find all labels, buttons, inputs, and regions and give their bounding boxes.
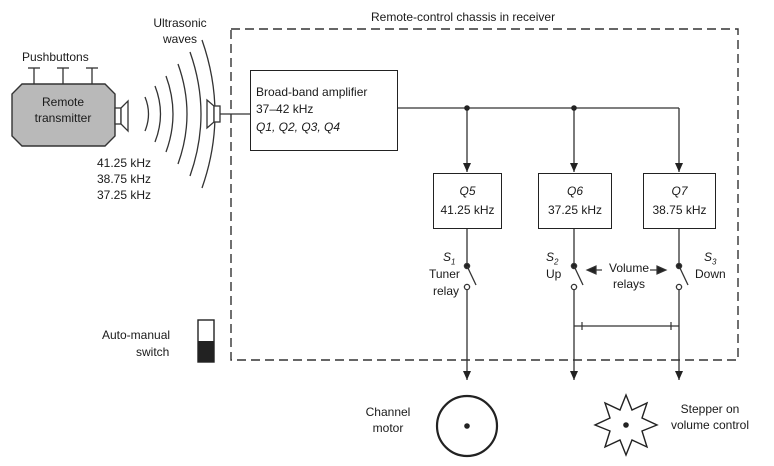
stepper-star-symbol	[593, 393, 659, 457]
auto-manual-switch-symbol	[197, 319, 215, 363]
bus-junction-dots	[464, 105, 577, 111]
transmitter-horn	[114, 99, 129, 133]
auto-manual-line1: Auto-manual	[102, 328, 171, 342]
pushbutton-stems	[28, 67, 98, 84]
transmit-freq: 37.25 kHz	[97, 188, 152, 202]
channel-motor-line1: Channel	[365, 405, 411, 419]
filter-freq: 41.25 kHz	[440, 203, 495, 217]
amplifier-range: 37–42 kHz	[256, 102, 314, 116]
switch-s1	[463, 262, 477, 291]
volume-relays-line1: Volume	[608, 261, 650, 275]
filter-block-q7: Q7 38.75 kHz	[643, 173, 716, 229]
amplifier-title: Broad-band amplifier	[256, 85, 368, 99]
filter-block-q5: Q5 41.25 kHz	[433, 173, 502, 229]
filter-name: Q6	[566, 184, 583, 198]
remote-transmitter-line2: transmitter	[34, 111, 92, 125]
remote-transmitter-line1: Remote	[41, 95, 85, 109]
channel-motor-symbol	[435, 394, 499, 458]
transmit-freq: 38.75 kHz	[97, 172, 152, 186]
switch-s2-name: Up	[546, 267, 562, 281]
volume-relays-line2: relays	[612, 277, 645, 291]
auto-manual-line2: switch	[136, 345, 170, 359]
ultrasonic-line1: Ultrasonic	[153, 16, 207, 30]
pushbuttons-label: Pushbuttons	[22, 50, 89, 64]
switch-s3	[675, 262, 689, 291]
broadband-amplifier-block: Broad-band amplifier 37–42 kHz Q1, Q2, Q…	[250, 70, 398, 151]
stepper-line2: volume control	[670, 418, 750, 432]
channel-motor-line2: motor	[372, 421, 404, 435]
switch-s1-extra: relay	[433, 284, 460, 298]
receiver-transducer	[206, 98, 221, 130]
filter-freq: 38.75 kHz	[652, 203, 707, 217]
switch-s3-symbol: S3	[704, 250, 717, 267]
ultrasonic-line2: waves	[162, 32, 197, 46]
filter-name: Q7	[671, 184, 688, 198]
chassis-title: Remote-control chassis in receiver	[371, 10, 556, 24]
switch-s1-name: Tuner	[429, 267, 460, 281]
switch-s1-symbol: S1	[443, 250, 456, 267]
switch-s3-name: Down	[695, 267, 726, 281]
filter-freq: 37.25 kHz	[547, 203, 603, 217]
filter-block-q6: Q6 37.25 kHz	[538, 173, 612, 229]
transmit-freq: 41.25 kHz	[97, 156, 152, 170]
filter-output-wires	[466, 228, 680, 265]
chassis-border	[230, 28, 739, 361]
switch-s2-symbol: S2	[546, 250, 559, 267]
switch-s2	[570, 262, 584, 291]
mechanical-link	[574, 322, 679, 330]
volume-relays-arrows	[585, 265, 668, 275]
output-wires	[463, 290, 683, 380]
signal-bus	[397, 107, 683, 172]
amplifier-transistors: Q1, Q2, Q3, Q4	[256, 120, 341, 134]
stepper-line1: Stepper on	[680, 402, 740, 416]
remote-transmitter-body	[11, 83, 116, 147]
ultrasonic-wave-arcs	[144, 39, 216, 189]
filter-name: Q5	[459, 184, 476, 198]
